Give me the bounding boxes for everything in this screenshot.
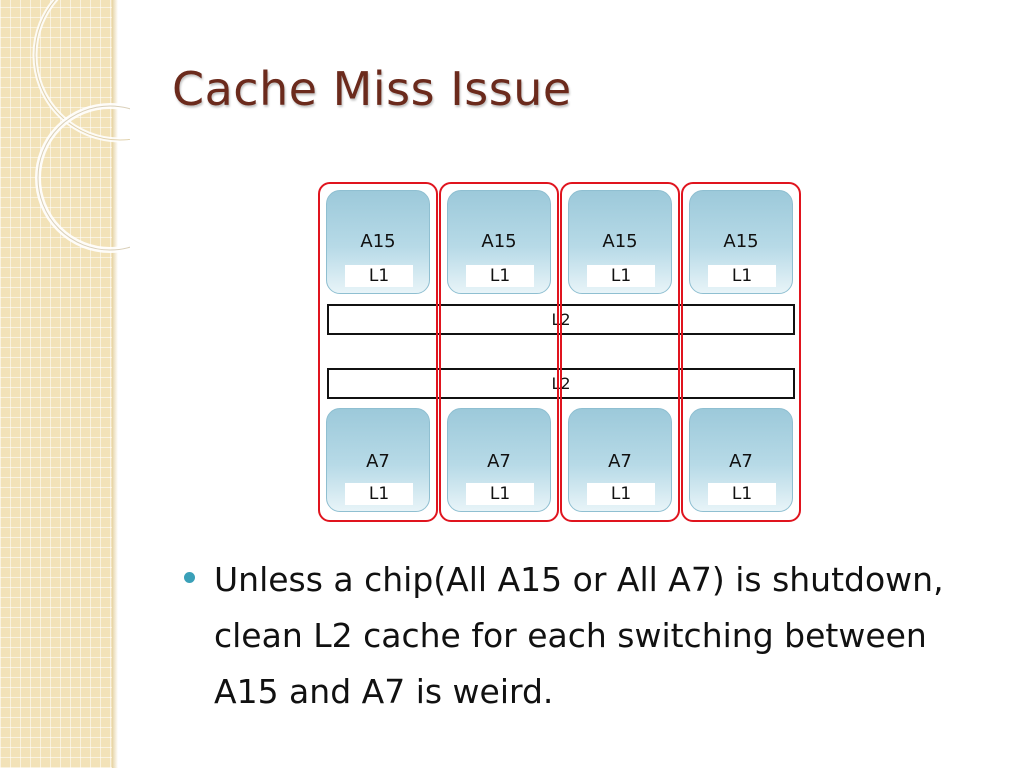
core-label: A7	[608, 451, 632, 472]
core-label: A15	[723, 231, 759, 252]
slide-title: Cache Miss Issue	[172, 62, 572, 116]
core-label: A7	[366, 451, 390, 472]
a15-core-3: A15 L1	[568, 190, 672, 294]
a15-core-4: A15 L1	[689, 190, 793, 294]
a7-core-1: A7 L1	[326, 408, 430, 512]
bullet-list: Unless a chip(All A15 or All A7) is shut…	[184, 552, 984, 720]
a15-core-2: A15 L1	[447, 190, 551, 294]
l2-cache-bar-little: L2	[327, 368, 795, 399]
a7-core-3: A7 L1	[568, 408, 672, 512]
bullet-item: Unless a chip(All A15 or All A7) is shut…	[214, 560, 944, 711]
l1-cache-label: L1	[466, 265, 534, 287]
l1-cache-label: L1	[345, 483, 413, 505]
l1-cache-label: L1	[587, 483, 655, 505]
bullet-dot-icon	[184, 572, 195, 583]
l1-cache-label: L1	[708, 265, 776, 287]
core-label: A7	[729, 451, 753, 472]
a15-core-1: A15 L1	[326, 190, 430, 294]
core-label: A7	[487, 451, 511, 472]
l1-cache-label: L1	[345, 265, 413, 287]
a7-core-4: A7 L1	[689, 408, 793, 512]
core-label: A15	[481, 231, 517, 252]
l1-cache-label: L1	[708, 483, 776, 505]
a7-core-2: A7 L1	[447, 408, 551, 512]
l1-cache-label: L1	[466, 483, 534, 505]
side-strip-edge	[112, 0, 118, 768]
decorative-rings	[32, 0, 130, 253]
core-label: A15	[360, 231, 396, 252]
core-label: A15	[602, 231, 638, 252]
l2-cache-bar-big: L2	[327, 304, 795, 335]
l1-cache-label: L1	[587, 265, 655, 287]
